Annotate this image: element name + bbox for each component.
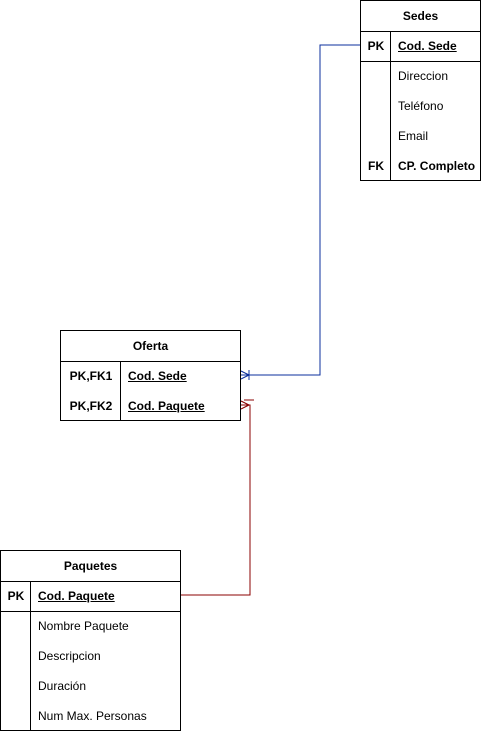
attribute-row[interactable]: Nombre Paquete — [1, 611, 180, 641]
entity-title: Paquetes — [1, 551, 180, 582]
attribute-name: Direccion — [398, 69, 449, 83]
paquetes-oferta-relationship-line — [181, 404, 251, 596]
attribute-row[interactable]: Duración — [1, 671, 180, 701]
attribute-name: Teléfono — [398, 99, 444, 113]
attribute-name: Cod. Paquete — [128, 399, 205, 413]
key-label: PK,FK2 — [69, 399, 113, 413]
attribute-name: Duración — [38, 679, 87, 693]
attribute-row[interactable]: Direccion — [361, 61, 480, 91]
attribute-name: CP. Completo — [398, 159, 476, 173]
attribute-name: Cod. Sede — [128, 369, 187, 383]
attribute-row[interactable]: PK,FK2 Cod. Paquete — [61, 391, 240, 421]
sedes-entity[interactable]: Sedes PK Cod. Sede Direccion Teléfono Em… — [360, 0, 481, 181]
key-column — [61, 361, 121, 420]
key-label: FK — [368, 159, 384, 173]
crow-foot-many-icon — [240, 370, 250, 380]
attribute-row[interactable]: PK,FK1 Cod. Sede — [61, 361, 240, 391]
key-label: PK,FK1 — [69, 369, 113, 383]
key-label: PK — [7, 589, 25, 603]
attribute-row[interactable]: Descripcion — [1, 641, 180, 671]
attribute-name: Num Max. Personas — [38, 709, 147, 723]
attribute-row[interactable]: Teléfono — [361, 91, 480, 121]
attribute-row[interactable]: PK Cod. Sede — [361, 31, 480, 61]
attribute-name: Descripcion — [38, 649, 101, 663]
divider — [1, 611, 180, 612]
attribute-row[interactable]: Num Max. Personas — [1, 701, 180, 731]
attribute-row[interactable]: PK Cod. Paquete — [1, 581, 180, 611]
attribute-row[interactable]: Email — [361, 121, 480, 151]
entity-title: Oferta — [61, 331, 240, 362]
key-column — [1, 581, 31, 730]
divider — [361, 61, 480, 62]
entity-title: Sedes — [361, 1, 480, 32]
attribute-name: Cod. Sede — [398, 39, 457, 53]
sedes-oferta-relationship-line — [241, 44, 360, 376]
paquetes-entity[interactable]: Paquetes PK Cod. Paquete Nombre Paquete … — [0, 550, 181, 731]
oferta-entity[interactable]: Oferta PK,FK1 Cod. Sede PK,FK2 Cod. Paqu… — [60, 330, 241, 421]
attribute-name: Nombre Paquete — [38, 619, 129, 633]
key-column — [361, 31, 391, 180]
attribute-row[interactable]: FK CP. Completo — [361, 151, 480, 181]
attribute-name: Email — [398, 129, 429, 143]
key-label: PK — [367, 39, 385, 53]
attribute-name: Cod. Paquete — [38, 589, 115, 603]
crow-foot-many-icon — [240, 399, 254, 410]
